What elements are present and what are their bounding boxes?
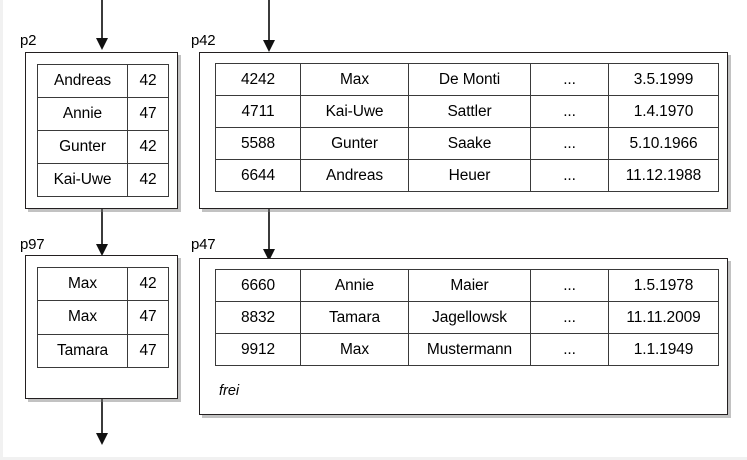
table-row: 6660 Annie Maier ... 1.5.1978 <box>215 269 719 302</box>
cell-firstname: Tamara <box>300 301 409 334</box>
cell-firstname: Kai-Uwe <box>300 95 409 128</box>
table-p2: Andreas 42 Annie 47 Gunter 42 Kai-Uwe 42 <box>37 64 169 197</box>
cell-id: 4711 <box>215 95 301 128</box>
cell-more: ... <box>530 95 609 128</box>
arrow-shaft <box>101 0 103 38</box>
table-row: Max 47 <box>37 300 169 335</box>
table-row: Max 42 <box>37 266 169 302</box>
page-box-p97: Max 42 Max 47 Tamara 47 <box>25 255 178 399</box>
cell-key: Andreas <box>37 64 128 98</box>
cell-id: 9912 <box>215 333 301 366</box>
page-label-p97: p97 <box>20 236 45 253</box>
arrow-head <box>96 433 108 445</box>
cell-bucket: 42 <box>127 163 169 197</box>
cell-more: ... <box>530 63 609 96</box>
page-box-p42: 4242 Max De Monti ... 3.5.1999 4711 Kai-… <box>199 52 728 209</box>
cell-lastname: Saake <box>408 127 531 160</box>
cell-date: 1.1.1949 <box>608 333 719 366</box>
arrow-head <box>263 40 275 52</box>
table-row: Tamara 47 <box>37 333 169 369</box>
table-p47: 6660 Annie Maier ... 1.5.1978 8832 Tamar… <box>215 269 719 366</box>
arrow-shaft <box>101 398 103 433</box>
cell-firstname: Max <box>300 333 409 366</box>
arrow-shaft <box>101 208 103 244</box>
cell-date: 5.10.1966 <box>608 127 719 160</box>
free-space-label: frei <box>219 383 240 399</box>
cell-lastname: Mustermann <box>408 333 531 366</box>
cell-date: 1.5.1978 <box>608 269 719 302</box>
arrow-p42-to-p47 <box>262 208 276 261</box>
arrow-shaft <box>268 208 270 249</box>
cell-lastname: Maier <box>408 269 531 302</box>
cell-date: 11.11.2009 <box>608 301 719 334</box>
cell-more: ... <box>530 301 609 334</box>
cell-lastname: Jagellowsk <box>408 301 531 334</box>
cell-lastname: Heuer <box>408 159 531 192</box>
page-label-p2: p2 <box>20 32 37 49</box>
cell-id: 6660 <box>215 269 301 302</box>
cell-key: Kai-Uwe <box>37 163 128 197</box>
cell-key: Annie <box>37 97 128 131</box>
cell-more: ... <box>530 159 609 192</box>
cell-bucket: 42 <box>127 266 169 302</box>
table-row: Kai-Uwe 42 <box>37 163 169 197</box>
cell-key: Max <box>37 300 128 335</box>
page-box-p2: Andreas 42 Annie 47 Gunter 42 Kai-Uwe 42 <box>25 52 178 209</box>
arrow-p2-to-p97 <box>95 208 109 256</box>
arrow-out-of-p97 <box>95 398 109 445</box>
cell-key: Gunter <box>37 130 128 164</box>
cell-lastname: Sattler <box>408 95 531 128</box>
table-row: Gunter 42 <box>37 130 169 164</box>
cell-date: 11.12.1988 <box>608 159 719 192</box>
cell-more: ... <box>530 127 609 160</box>
page-label-p42: p42 <box>191 32 216 49</box>
cell-lastname: De Monti <box>408 63 531 96</box>
arrow-into-p2 <box>95 0 109 50</box>
arrow-into-p42 <box>262 0 276 52</box>
cell-date: 3.5.1999 <box>608 63 719 96</box>
cell-key: Max <box>37 266 128 302</box>
table-row: 4711 Kai-Uwe Sattler ... 1.4.1970 <box>215 95 719 128</box>
table-row: 9912 Max Mustermann ... 1.1.1949 <box>215 333 719 366</box>
table-row: Andreas 42 <box>37 64 169 98</box>
arrow-head <box>96 38 108 50</box>
cell-more: ... <box>530 269 609 302</box>
cell-bucket: 47 <box>127 300 169 335</box>
cell-id: 8832 <box>215 301 301 334</box>
cell-bucket: 42 <box>127 64 169 98</box>
arrow-head <box>96 244 108 256</box>
page-box-p47: 6660 Annie Maier ... 1.5.1978 8832 Tamar… <box>199 258 728 415</box>
table-row: 8832 Tamara Jagellowsk ... 11.11.2009 <box>215 301 719 334</box>
table-row: 4242 Max De Monti ... 3.5.1999 <box>215 63 719 96</box>
table-row: 5588 Gunter Saake ... 5.10.1966 <box>215 127 719 160</box>
cell-firstname: Annie <box>300 269 409 302</box>
cell-id: 6644 <box>215 159 301 192</box>
arrow-shaft <box>268 0 270 40</box>
cell-firstname: Gunter <box>300 127 409 160</box>
cell-firstname: Andreas <box>300 159 409 192</box>
table-row: Annie 47 <box>37 97 169 131</box>
table-p97: Max 42 Max 47 Tamara 47 <box>37 266 169 369</box>
cell-id: 5588 <box>215 127 301 160</box>
cell-date: 1.4.1970 <box>608 95 719 128</box>
cell-bucket: 47 <box>127 97 169 131</box>
page-label-p47: p47 <box>191 236 216 253</box>
cell-bucket: 47 <box>127 333 169 369</box>
cell-bucket: 42 <box>127 130 169 164</box>
table-row: 6644 Andreas Heuer ... 11.12.1988 <box>215 159 719 192</box>
cell-id: 4242 <box>215 63 301 96</box>
cell-more: ... <box>530 333 609 366</box>
cell-firstname: Max <box>300 63 409 96</box>
table-p42: 4242 Max De Monti ... 3.5.1999 4711 Kai-… <box>215 63 719 192</box>
cell-key: Tamara <box>37 333 128 369</box>
